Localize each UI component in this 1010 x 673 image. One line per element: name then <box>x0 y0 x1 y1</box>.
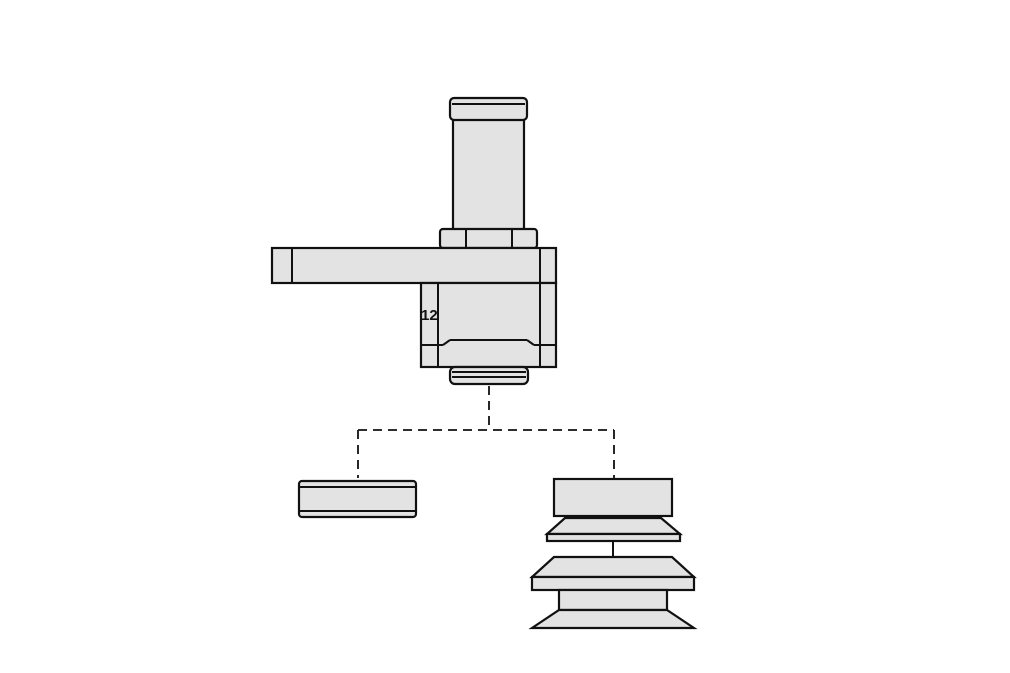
port-label: 12 <box>421 307 438 324</box>
mounting-arm <box>270 246 558 285</box>
flat-adapter <box>297 479 418 519</box>
hose-fitting <box>448 96 529 232</box>
oring-connector <box>448 365 530 386</box>
bellows-suction-cup <box>528 477 698 630</box>
valve-body: 12 <box>419 281 558 369</box>
hex-nut <box>438 227 539 250</box>
option-connectors <box>357 386 615 478</box>
